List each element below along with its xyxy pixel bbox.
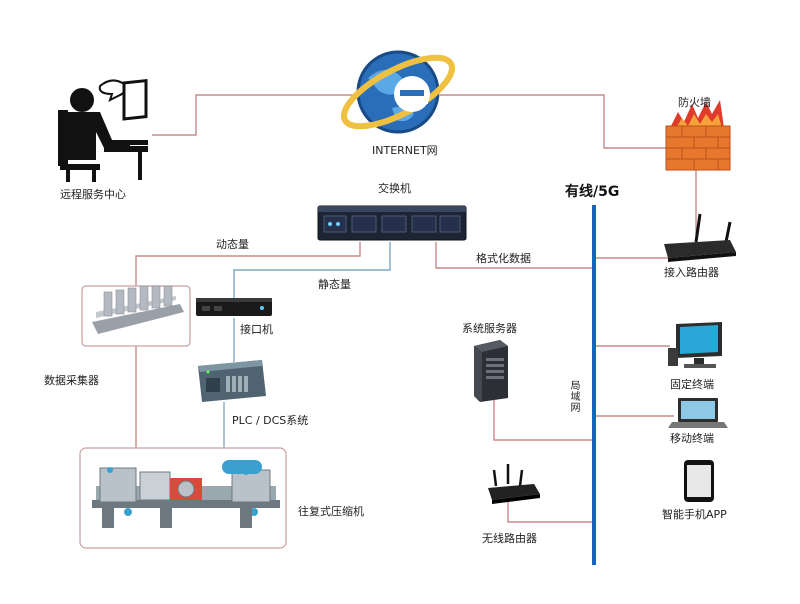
link-internet-firewall — [440, 94, 668, 149]
data-collector-label: 数据采集器 — [44, 374, 99, 387]
link-remote-internet — [152, 94, 358, 136]
interface-machine-label: 接口机 — [240, 323, 273, 336]
plc-module-icon — [198, 360, 266, 402]
reciprocating-compressor-icon — [79, 447, 287, 549]
laptop-icon — [668, 398, 728, 428]
wireless-router-icon — [488, 464, 540, 504]
system-server-label: 系统服务器 — [462, 322, 517, 335]
wireless-router-label: 无线路由器 — [482, 532, 537, 545]
static-data-label: 静态量 — [318, 278, 351, 291]
dynamic-data-label: 动态量 — [216, 238, 249, 251]
internet-explorer-globe-icon — [341, 50, 455, 134]
router-antenna-icon — [664, 213, 736, 262]
formatted-data-label: 格式化数据 — [476, 252, 531, 265]
switch-label: 交换机 — [378, 182, 411, 195]
link-switch-interface-static — [233, 242, 391, 300]
desktop-monitor-icon — [668, 322, 722, 368]
connections — [135, 94, 697, 523]
link-switch-collector-dynamic — [135, 242, 361, 286]
data-acquisition-module-icon — [81, 285, 191, 347]
lan-label: 局域网 — [568, 380, 579, 413]
link-server-bus — [493, 400, 594, 441]
access-router-label: 接入路由器 — [664, 266, 719, 279]
smartphone-icon — [684, 460, 714, 502]
link-switch-bus-formatted — [435, 242, 594, 269]
remote-center-label: 远程服务中心 — [60, 188, 126, 201]
mobile-terminal-label: 移动终端 — [670, 432, 714, 445]
firewall-label: 防火墙 — [678, 96, 711, 109]
plc-dcs-label: PLC / DCS系统 — [232, 414, 309, 427]
smartphone-app-label: 智能手机APP — [662, 508, 727, 521]
fixed-terminal-label: 固定终端 — [670, 378, 714, 391]
link-wifi-bus — [507, 500, 594, 523]
wired-5g-label: 有线/5G — [565, 184, 620, 200]
brick-wall-fire-icon — [665, 100, 731, 171]
person-at-computer-icon — [58, 78, 148, 182]
tower-server-icon — [474, 340, 508, 402]
mini-pc-icon — [196, 298, 272, 316]
rack-switch-icon — [317, 205, 467, 241]
internet-label: INTERNET网 — [372, 144, 438, 157]
compressor-label: 往复式压缩机 — [298, 505, 364, 518]
